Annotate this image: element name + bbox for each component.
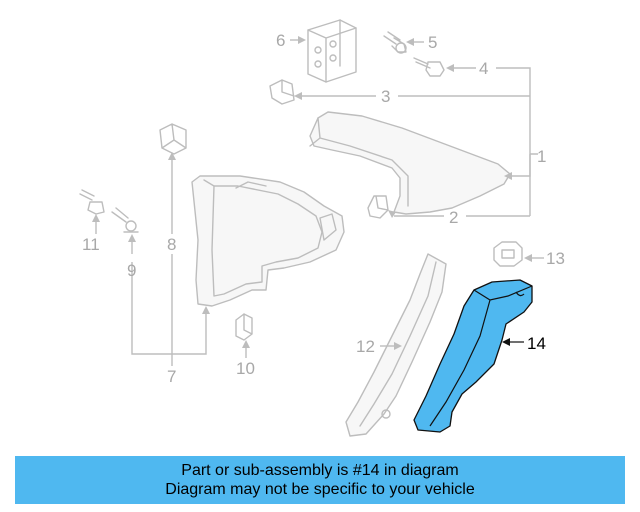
callout-14: 14: [527, 334, 546, 353]
part-13-nut: [493, 241, 523, 267]
part-5-screw: [383, 31, 407, 54]
part-1-trim-panel: [309, 111, 511, 215]
callout-5: 5: [428, 33, 437, 52]
callout-3: 3: [381, 87, 390, 106]
part-14-highlighted-trim[interactable]: [413, 279, 533, 433]
part-3-clip: [269, 79, 295, 105]
part-7-quarter-panel: [191, 175, 345, 307]
banner-line-2: Diagram may not be specific to your vehi…: [165, 481, 475, 498]
callout-12: 12: [356, 337, 375, 356]
callout-4: 4: [479, 59, 488, 78]
part-4-bolt: [413, 57, 445, 77]
callout-2: 2: [449, 208, 458, 227]
part-11-bolt: [79, 189, 105, 215]
part-9-screw: [111, 207, 139, 233]
part-6-bracket: [307, 19, 357, 83]
part-2-clip: [367, 195, 389, 219]
leader-lines: [92, 36, 544, 366]
callout-6: 6: [276, 31, 285, 50]
info-banner: Part or sub-assembly is #14 in diagram D…: [15, 456, 625, 504]
callout-7: 7: [167, 367, 176, 386]
callout-10: 10: [236, 359, 255, 378]
banner-line-1: Part or sub-assembly is #14 in diagram: [181, 462, 459, 479]
callout-9: 9: [127, 261, 136, 280]
callout-1: 1: [537, 147, 546, 166]
callout-13: 13: [546, 249, 565, 268]
callout-11: 11: [82, 235, 100, 254]
part-8-clip: [159, 123, 187, 155]
part-10-clip: [235, 313, 253, 341]
callout-8: 8: [167, 235, 176, 254]
